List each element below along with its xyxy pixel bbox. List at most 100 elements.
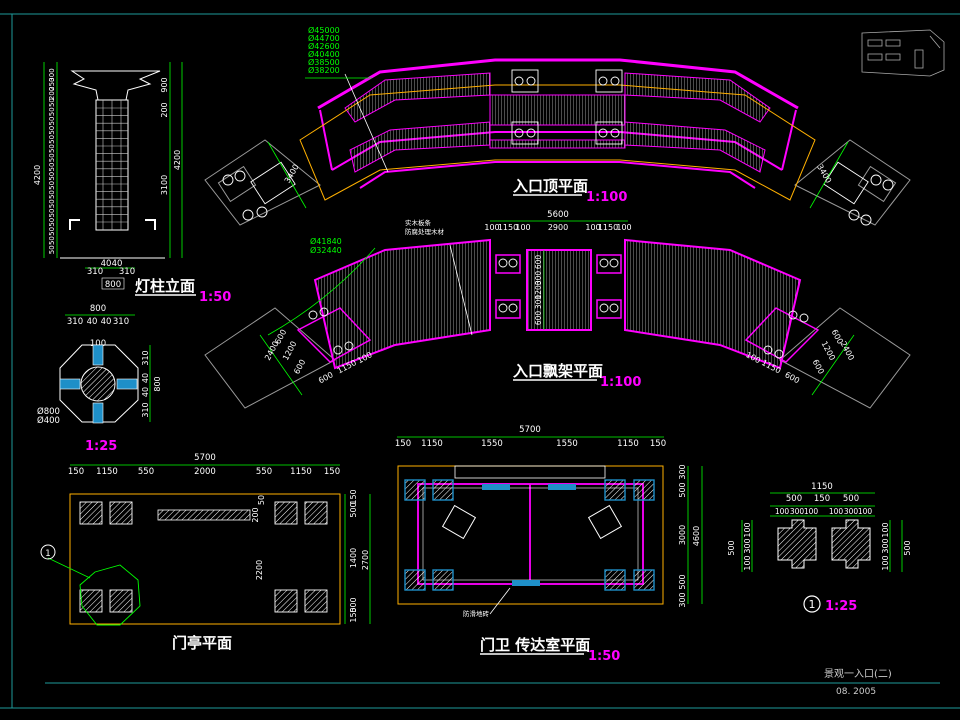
pergola-mid-dim: 300: [534, 295, 543, 310]
roof-plan-left-dim: 3400: [283, 163, 301, 185]
lamp-post-right-dim-1: 900: [160, 77, 169, 92]
sheet-frame: [0, 13, 960, 709]
column-sub-dim: 100: [804, 507, 819, 516]
pavilion-top-dim: 550: [256, 467, 272, 477]
lamp-section-top-dim-2: 40: [87, 317, 98, 327]
pavilion-top-dim: 2000: [194, 467, 216, 477]
guard-right-dim: 3000: [678, 525, 687, 545]
pavilion-top-dim: 1150: [290, 467, 312, 477]
lamp-post-bottom-dim-1: 310: [87, 267, 103, 277]
guard-column: [604, 569, 626, 591]
lamp-section-top-total: 800: [90, 304, 106, 314]
pavilion-top-dim: 550: [138, 467, 154, 477]
guard-top-dim: 150: [650, 439, 666, 449]
pergola-top-dim: 1150: [498, 223, 518, 232]
lamp-post-left-dim: 50: [48, 181, 56, 190]
pergola-top-dim: 100: [515, 223, 530, 232]
lamp-post-left-dim: 50: [48, 126, 56, 135]
roof-plan-title: 入口顶平面: [513, 177, 588, 195]
column-callout: 1: [809, 598, 816, 611]
pergola-right-vdim-2: 1200: [819, 340, 837, 362]
roof-radius-5: Ø38500: [308, 57, 340, 67]
title-block: 景观一入口(二) 08. 2005: [824, 668, 892, 697]
guard-column: [633, 569, 655, 591]
lamp-section-right-dim-1: 310: [141, 350, 150, 365]
lamp-post-right-total: 4200: [173, 150, 182, 170]
lamp-post-left-dim: 50: [48, 153, 56, 162]
lamp-post-bottom-total: 800: [105, 280, 121, 290]
roof-radius-4: Ø40400: [308, 49, 340, 59]
pergola-left-bottom-1: 600: [317, 370, 335, 385]
pavilion-right-total: 2700: [361, 550, 370, 570]
lamp-post-left-dim: 50: [48, 135, 56, 144]
lamp-post-section: 800 310 40 40 310 100 310 40 40 310 800 …: [37, 304, 162, 454]
pavilion-right-dim: 1400: [349, 548, 358, 568]
pavilion-column: [274, 589, 298, 613]
column-left-total: 500: [727, 540, 736, 555]
gate-pavilion-title: 门亭平面: [172, 634, 232, 652]
pavilion-column: [79, 589, 103, 613]
pergola-left-vdim-2: 1200: [281, 340, 299, 362]
guard-right-dim: 500: [678, 482, 687, 497]
pergola-mid-dim: 1200: [534, 280, 543, 299]
pergola-top-dim: 100: [616, 223, 631, 232]
pavilion-top-dim: 150: [68, 467, 84, 477]
column-left-dim-3: 100: [743, 555, 752, 570]
lamp-section-diameter-2: Ø400: [37, 415, 60, 426]
roof-radius-2: Ø44700: [308, 33, 340, 43]
pavilion-callout: 1: [45, 549, 50, 559]
pavilion-top-total: 5700: [194, 453, 216, 463]
lamp-post-left-dim: 50: [48, 117, 56, 126]
guard-top-dim: 1150: [421, 439, 443, 449]
pavilion-right-dim: 150: [349, 489, 358, 504]
pavilion-column: [79, 501, 103, 525]
lamp-post-bottom-dim-4: 310: [119, 267, 135, 277]
title-block-name: 景观一入口(二): [824, 668, 892, 680]
column-sub-dim: 100: [829, 507, 844, 516]
lamp-section-top-mid: 100: [90, 339, 106, 349]
pergola-plan-title: 入口飘架平面: [513, 362, 603, 380]
lamp-post-bottom-dim-2: 40: [101, 259, 112, 269]
lamp-post-right-dim-3: 3100: [160, 175, 169, 195]
lamp-post-left-dim: 250: [48, 78, 56, 91]
guard-column: [633, 479, 655, 501]
guard-column: [404, 479, 426, 501]
column-right-dim-3: 100: [881, 555, 890, 570]
guard-right-dim: 300: [678, 592, 687, 607]
lamp-post-left-dim: 50: [48, 163, 56, 172]
pergola-right-bottom-3: 600: [783, 370, 801, 385]
column-detail-scale: 1:25: [825, 599, 857, 614]
guard-top-dim: 1550: [481, 439, 503, 449]
column-left-dim-2: 300: [743, 538, 752, 553]
lamp-post-left-dim: 200: [48, 87, 56, 100]
lamp-post-bottom-dim-3: 40: [112, 259, 123, 269]
guard-top-dim: 1150: [617, 439, 639, 449]
lamp-section-right-dim-4: 310: [141, 402, 150, 417]
lamp-section-scale: 1:25: [85, 439, 117, 454]
lamp-post-left-dim: 50: [48, 190, 56, 199]
lamp-post-left-dim: 50: [48, 172, 56, 181]
lamp-post-left-dim: 50: [48, 227, 56, 236]
guard-right-dim: 300: [678, 464, 687, 479]
title-block-date: 08. 2005: [836, 687, 876, 697]
pergola-radius-2: Ø32440: [310, 245, 342, 255]
column-sub-dim: 100: [858, 507, 873, 516]
guard-right-total: 4600: [692, 526, 701, 546]
column-right-dim-2: 300: [881, 538, 890, 553]
guard-column: [432, 479, 454, 501]
pavilion-top-dim: 1150: [96, 467, 118, 477]
lamp-section-right-dim-2: 40: [141, 373, 150, 383]
pavilion-right-dim: 500: [349, 502, 358, 517]
pergola-mid-dim: 600: [534, 255, 543, 270]
lamp-post-left-dim: 50: [48, 236, 56, 245]
guard-right-dim: 500: [678, 574, 687, 589]
pavilion-right-dim: 500: [349, 597, 358, 612]
lamp-post-left-dim: 50: [48, 199, 56, 208]
pavilion-mid-dim: 2200: [255, 560, 264, 580]
pavilion-column: [109, 589, 133, 613]
lamp-post-left-dim: 300: [48, 68, 56, 81]
guard-column: [432, 569, 454, 591]
pavilion-column: [274, 501, 298, 525]
